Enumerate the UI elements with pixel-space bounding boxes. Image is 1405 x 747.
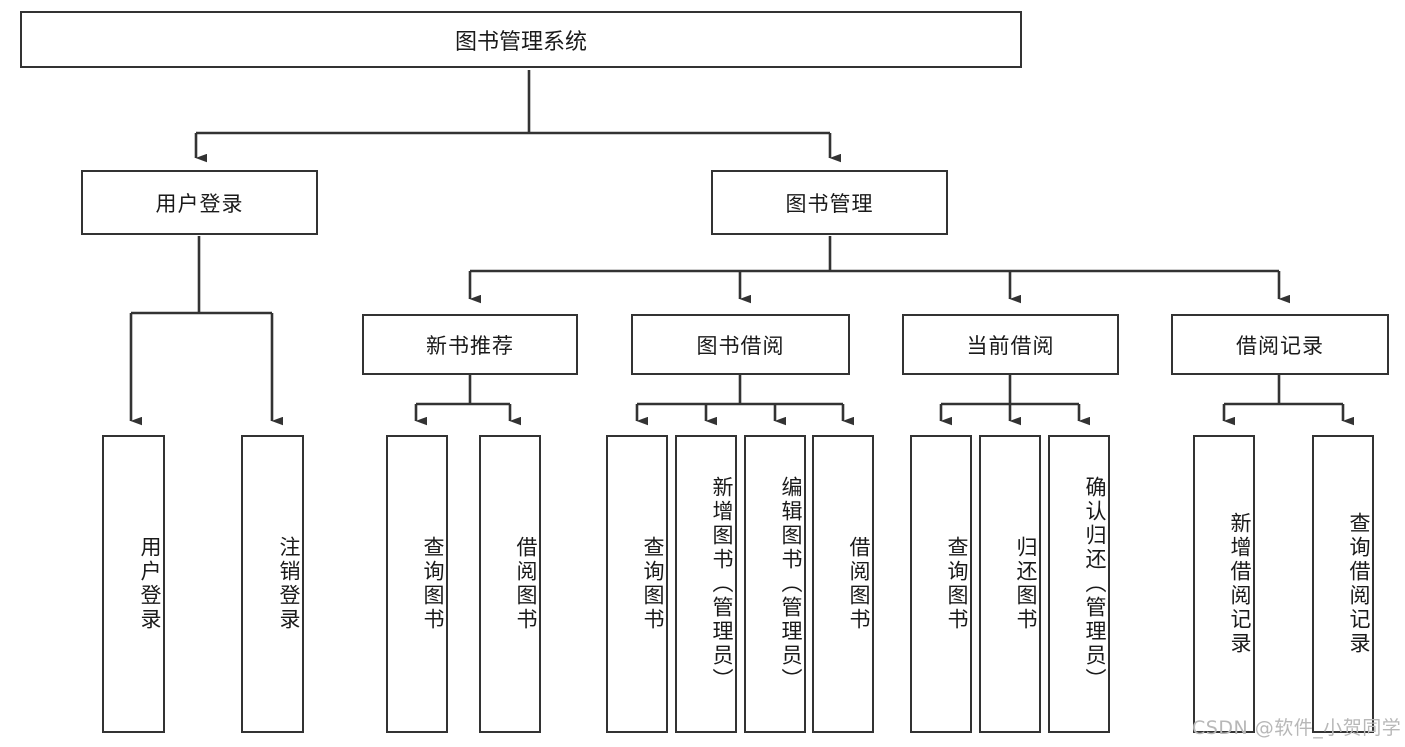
node-leaf-return-book[interactable]: 归还图书	[979, 435, 1041, 733]
csdn-watermark: CSDN @软件_小贺同学	[1192, 717, 1402, 739]
node-borrow-record[interactable]: 借阅记录	[1171, 314, 1389, 375]
node-leaf-borrow-book-1-label: 借阅图书	[514, 536, 538, 632]
node-leaf-query-book-1-label: 查询图书	[421, 536, 445, 632]
node-leaf-borrow-book-1[interactable]: 借阅图书	[479, 435, 541, 733]
node-book-borrow[interactable]: 图书借阅	[631, 314, 850, 375]
node-leaf-edit-book[interactable]: 编辑图书（管理员）	[744, 435, 806, 733]
node-leaf-logout-login[interactable]: 注销登录	[241, 435, 304, 733]
node-leaf-query-record[interactable]: 查询借阅记录	[1312, 435, 1374, 733]
node-leaf-add-record-label: 新增借阅记录	[1228, 512, 1252, 656]
node-leaf-borrow-book-2-label: 借阅图书	[847, 536, 871, 632]
node-leaf-return-book-label: 归还图书	[1014, 536, 1038, 632]
node-leaf-query-book-2[interactable]: 查询图书	[606, 435, 668, 733]
node-leaf-borrow-book-2[interactable]: 借阅图书	[812, 435, 874, 733]
node-leaf-add-record[interactable]: 新增借阅记录	[1193, 435, 1255, 733]
node-leaf-add-book-label: 新增图书（管理员）	[710, 476, 734, 692]
node-leaf-confirm-return[interactable]: 确认归还（管理员）	[1048, 435, 1110, 733]
node-root[interactable]: 图书管理系统	[20, 11, 1022, 68]
node-leaf-confirm-return-label: 确认归还（管理员）	[1083, 476, 1107, 692]
node-leaf-user-login[interactable]: 用户登录	[102, 435, 165, 733]
node-leaf-add-book[interactable]: 新增图书（管理员）	[675, 435, 737, 733]
node-current-borrow[interactable]: 当前借阅	[902, 314, 1119, 375]
node-user-login[interactable]: 用户登录	[81, 170, 318, 235]
node-book-management-label: 图书管理	[785, 191, 874, 216]
node-leaf-query-book-1[interactable]: 查询图书	[386, 435, 448, 733]
node-root-label: 图书管理系统	[454, 29, 587, 55]
node-leaf-query-record-label: 查询借阅记录	[1347, 512, 1371, 656]
node-leaf-user-login-label: 用户登录	[138, 536, 162, 632]
node-user-login-label: 用户登录	[155, 191, 244, 216]
node-leaf-edit-book-label: 编辑图书（管理员）	[779, 476, 803, 692]
node-leaf-query-book-2-label: 查询图书	[641, 536, 665, 632]
node-book-management[interactable]: 图书管理	[711, 170, 948, 235]
node-leaf-query-book-3[interactable]: 查询图书	[910, 435, 972, 733]
node-new-book-recommend-label: 新书推荐	[426, 333, 514, 358]
node-leaf-logout-login-label: 注销登录	[277, 536, 301, 632]
node-book-borrow-label: 图书借阅	[696, 333, 785, 358]
node-new-book-recommend[interactable]: 新书推荐	[362, 314, 578, 375]
node-current-borrow-label: 当前借阅	[966, 333, 1055, 358]
node-leaf-query-book-3-label: 查询图书	[945, 536, 969, 632]
node-borrow-record-label: 借阅记录	[1236, 333, 1324, 358]
